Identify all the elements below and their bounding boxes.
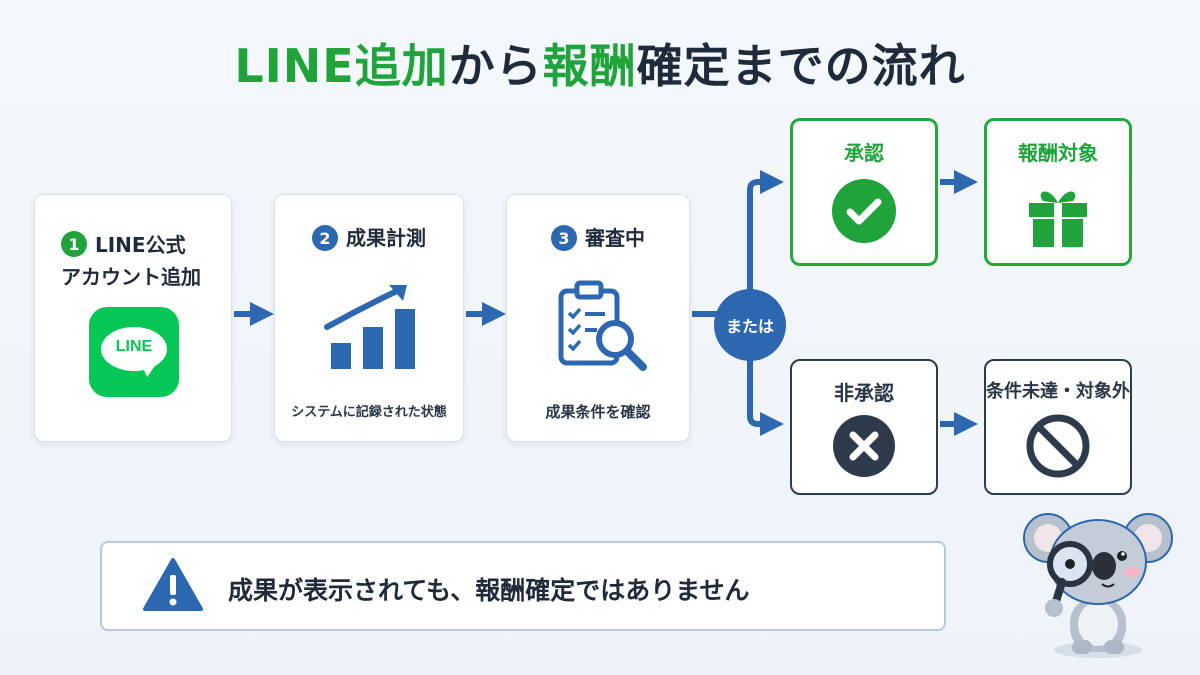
line-logo-text: LINE xyxy=(115,338,153,355)
arrow-branch-to-rejected xyxy=(747,350,784,436)
rejected-card: 非承認 xyxy=(790,359,938,495)
notice-box: 成果が表示されても、報酬確定ではありません xyxy=(100,541,946,631)
step-card-line-add: 1 LINE公式 アカウント追加 LINE xyxy=(34,194,232,442)
page-title: LINE追加から報酬確定までの流れ xyxy=(0,30,1200,96)
title-from: から xyxy=(448,39,543,93)
step-2-number: 2 xyxy=(312,225,338,251)
reward-label: 報酬対象 xyxy=(1018,141,1098,165)
x-circle-icon xyxy=(833,415,895,477)
excluded-label: 条件未達・対象外 xyxy=(986,381,1130,402)
approved-card: 承認 xyxy=(790,118,938,266)
warning-icon xyxy=(143,558,203,611)
notice-text: 成果が表示されても、報酬確定ではありません xyxy=(228,576,750,605)
line-app-icon: LINE xyxy=(89,307,179,397)
title-line-add: LINE追加 xyxy=(234,39,449,93)
step-3-number: 3 xyxy=(551,225,577,251)
step-card-review: 3 審査中 成果条件を確認 xyxy=(506,194,690,442)
gift-icon xyxy=(1029,191,1087,247)
check-icon xyxy=(832,179,896,243)
approved-label: 承認 xyxy=(844,141,884,165)
reward-card: 報酬対象 xyxy=(984,118,1132,266)
step-3-caption: 成果条件を確認 xyxy=(545,403,651,421)
step-2-caption: システムに記録された状態 xyxy=(291,405,447,420)
title-rest: 確定までの流れ xyxy=(636,39,966,93)
step-2-label: 成果計測 xyxy=(346,226,426,250)
step-1-number: 1 xyxy=(61,231,87,257)
arrow-branch-to-approved xyxy=(747,170,784,300)
step-1-label-line1: LINE公式 xyxy=(95,233,186,257)
step-1-heading: 1 LINE公式 アカウント追加 xyxy=(35,229,231,293)
branch-or-badge: または xyxy=(714,289,786,361)
rejected-label: 非承認 xyxy=(834,381,894,405)
prohibited-icon xyxy=(1026,414,1090,478)
step-1-label-line2: アカウント追加 xyxy=(61,265,201,289)
step-3-label: 審査中 xyxy=(585,226,645,250)
growth-chart-icon xyxy=(324,285,415,369)
clipboard-search-icon xyxy=(558,280,647,371)
excluded-card: 条件未達・対象外 xyxy=(984,359,1132,495)
step-3-heading: 3 審査中 xyxy=(507,223,689,253)
koala-magnifier-icon xyxy=(1023,513,1173,658)
title-reward: 報酬 xyxy=(542,39,637,93)
step-card-measurement: 2 成果計測 システムに記録された状態 xyxy=(274,194,464,442)
step-2-heading: 2 成果計測 xyxy=(275,223,463,253)
